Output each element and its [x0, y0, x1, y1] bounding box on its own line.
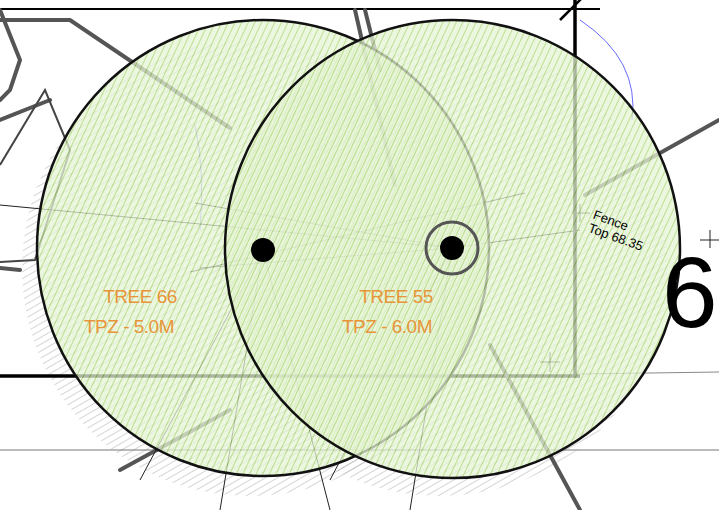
- tree-label: TREE 55: [359, 286, 433, 308]
- tree-protection-zone: TREE 55 TPZ - 6.0M: [225, 20, 680, 478]
- tpz-label: TPZ - 5.0M: [84, 316, 174, 338]
- sheet-number: 6: [662, 240, 718, 345]
- tpz-circle: [225, 20, 680, 478]
- tree-label: TREE 66: [103, 286, 177, 308]
- tpz-label: TPZ - 6.0M: [342, 316, 432, 338]
